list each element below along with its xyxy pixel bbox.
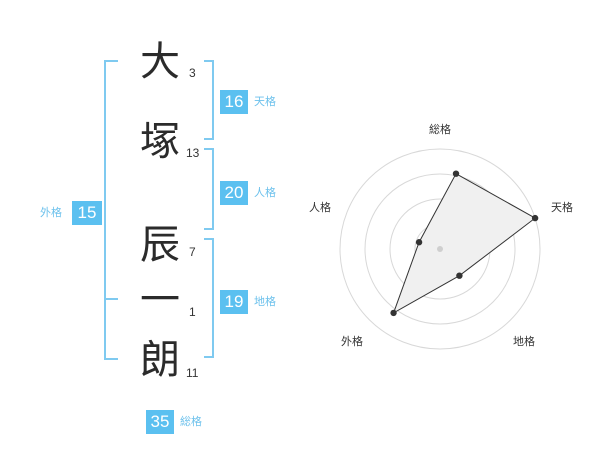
name-char-4: 一 — [140, 277, 180, 323]
gaikaku-label: 外格 — [40, 206, 62, 219]
soukaku-label: 総格 — [180, 415, 202, 428]
chikaku-badge: 19 — [220, 290, 248, 314]
chikaku-bracket-bottom — [204, 356, 214, 358]
name-char-2: 塚 — [140, 119, 180, 165]
jinkaku-bracket-top — [204, 148, 214, 150]
gaikaku-bracket-top — [104, 60, 118, 62]
gaikaku-badge: 15 — [72, 201, 102, 225]
chikaku-bracket — [212, 238, 214, 358]
radar-axis-label-2: 天格 — [551, 200, 573, 214]
radar-ring-3 — [364, 173, 516, 325]
radar-center — [437, 246, 443, 252]
stroke-count-1: 3 — [189, 66, 196, 80]
radar-polygon — [392, 172, 537, 315]
radar-axis-label-1: 総格 — [429, 122, 451, 136]
radar-ring-4 — [339, 148, 541, 350]
name-char-3: 辰 — [140, 222, 180, 268]
radar-point-3 — [456, 272, 463, 279]
tenkaku-label: 天格 — [254, 95, 276, 108]
chikaku-label: 地格 — [254, 295, 276, 308]
radar-point-5 — [415, 239, 423, 246]
stroke-count-4: 1 — [189, 305, 196, 319]
stroke-count-2: 13 — [186, 146, 200, 160]
radar-point-2 — [531, 214, 539, 222]
gaikaku-bracket-bottom — [104, 358, 118, 360]
radar-axis-label-3: 地格 — [513, 334, 535, 348]
gaikaku-bracket-mid — [104, 298, 118, 300]
jinkaku-label: 人格 — [254, 186, 276, 199]
radar-point-1 — [452, 170, 460, 177]
tenkaku-bracket — [212, 60, 214, 140]
radar-points — [390, 170, 539, 317]
stroke-count-5: 11 — [186, 366, 199, 380]
tenkaku-badge: 16 — [220, 90, 248, 114]
jinkaku-badge: 20 — [220, 181, 248, 205]
chikaku-bracket-top — [204, 238, 214, 240]
name-char-1: 大 — [140, 39, 180, 85]
stroke-count-3: 7 — [189, 245, 196, 259]
radar-point-4 — [390, 309, 397, 317]
radar-axis-label-4: 外格 — [341, 334, 363, 348]
gaikaku-bracket — [104, 60, 106, 360]
jinkaku-bracket-bottom — [204, 228, 214, 230]
name-char-5: 朗 — [140, 337, 180, 383]
tenkaku-bracket-top — [204, 60, 214, 62]
soukaku-badge: 35 — [146, 410, 174, 434]
jinkaku-bracket — [212, 148, 214, 230]
radar-axis-label-5: 人格 — [309, 200, 331, 214]
tenkaku-bracket-bottom — [204, 138, 214, 140]
